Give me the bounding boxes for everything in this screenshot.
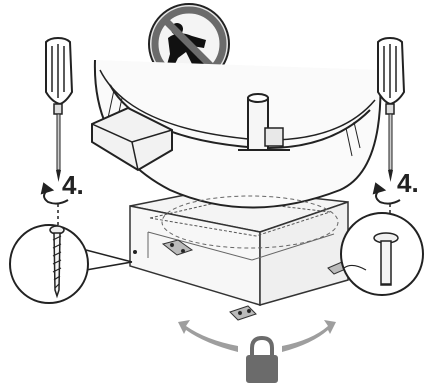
zoom-circle-wood-screw [10,225,132,303]
zoom-circle-bolt [341,213,423,295]
metal-bracket [230,306,256,320]
screwdriver-left [46,38,72,182]
padlock-icon [246,338,278,383]
step-label-left: 4. [62,172,84,198]
screwdriver-right [378,38,404,182]
step-label-right: 4. [397,170,419,196]
rotation-arrows [178,320,336,352]
